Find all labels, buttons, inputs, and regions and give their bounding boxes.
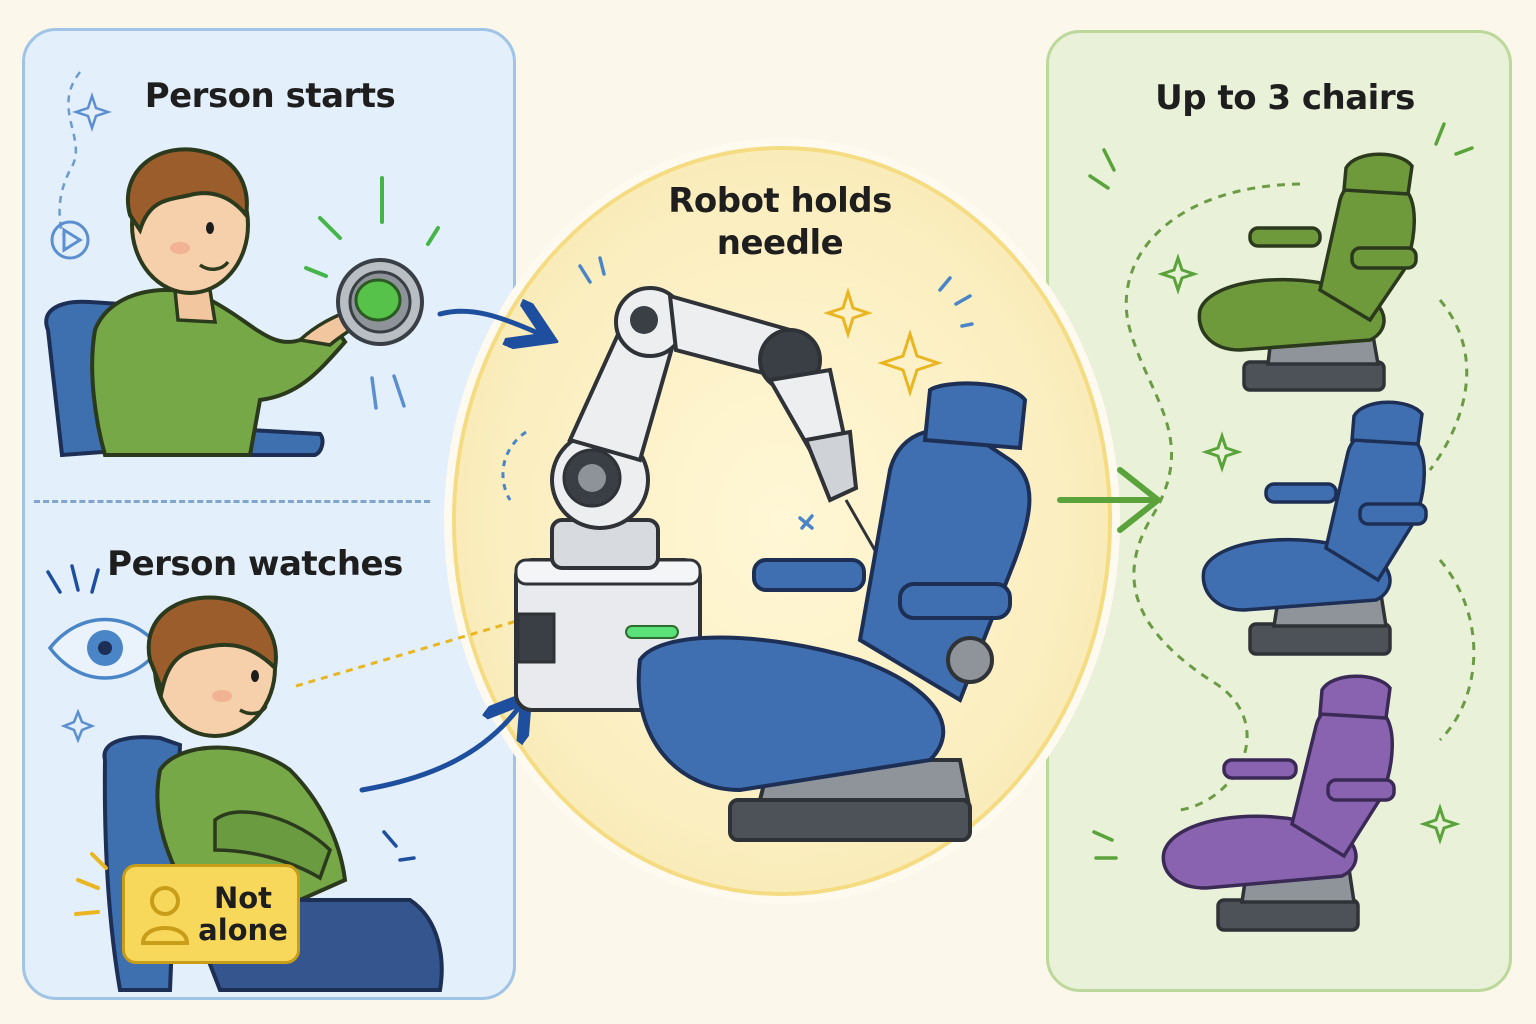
dental-chair-center [636,381,1032,842]
sparkle-icon [823,286,943,397]
eye-icon [46,564,163,680]
sparkle-icon [1157,253,1461,845]
dashed-trail [1428,299,1476,742]
dental-chair-green [1197,152,1418,392]
person-starts-heading: Person starts [144,76,396,116]
sparkle-icon [60,708,96,744]
play-icon [50,220,90,260]
arrow-watch-to-robot [359,706,520,793]
not-alone-label: Not alone [198,881,288,947]
badge-rays [74,852,108,916]
green-button-icon [304,176,440,410]
arrow-robot-to-chairs [1057,467,1163,533]
gaze-line [295,618,521,688]
dental-chair-blue [1201,400,1428,656]
not-alone-badge: Not alone [122,864,300,964]
arrow-start-to-robot [437,311,540,334]
left-panel-divider [34,500,430,503]
dashed-trail [58,71,81,236]
dashed-trail [501,430,527,501]
user-icon [140,886,190,945]
dental-chair-purple [1161,674,1396,932]
robot-holds-needle-heading: Robot holds needle [668,181,892,263]
dashed-trail [1124,182,1301,812]
sparkle-lines [382,830,416,862]
sparkle-lines [578,256,974,530]
up-to-3-chairs-heading: Up to 3 chairs [1155,78,1415,118]
sparkle-icon [72,92,112,132]
sparkle-lines [1088,122,1474,860]
person-starts-figure [44,147,369,458]
person-watches-heading: Person watches [107,544,403,584]
